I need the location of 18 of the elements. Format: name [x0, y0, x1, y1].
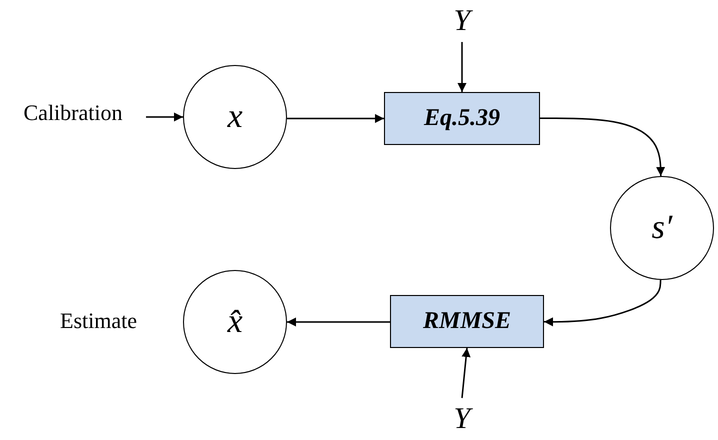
- input-label: Calibration: [24, 100, 122, 126]
- arrow: [458, 42, 466, 92]
- variable-symbol: x̂: [227, 303, 243, 341]
- arrow: [540, 117, 666, 176]
- variable-label: Y: [454, 402, 470, 436]
- variable-symbol: s′: [652, 209, 672, 247]
- process-box: [384, 92, 540, 145]
- variable-label: Y: [454, 4, 470, 38]
- arrow: [287, 114, 384, 123]
- arrow: [146, 112, 183, 122]
- process-box: [390, 295, 544, 348]
- process-label: Eq.5.39: [424, 105, 500, 132]
- variable-symbol: x: [227, 98, 243, 136]
- arrow: [287, 318, 390, 326]
- process-label: RMMSE: [422, 308, 512, 335]
- arrow: [544, 280, 662, 326]
- output-label: Estimate: [60, 308, 137, 334]
- arrow: [461, 348, 471, 398]
